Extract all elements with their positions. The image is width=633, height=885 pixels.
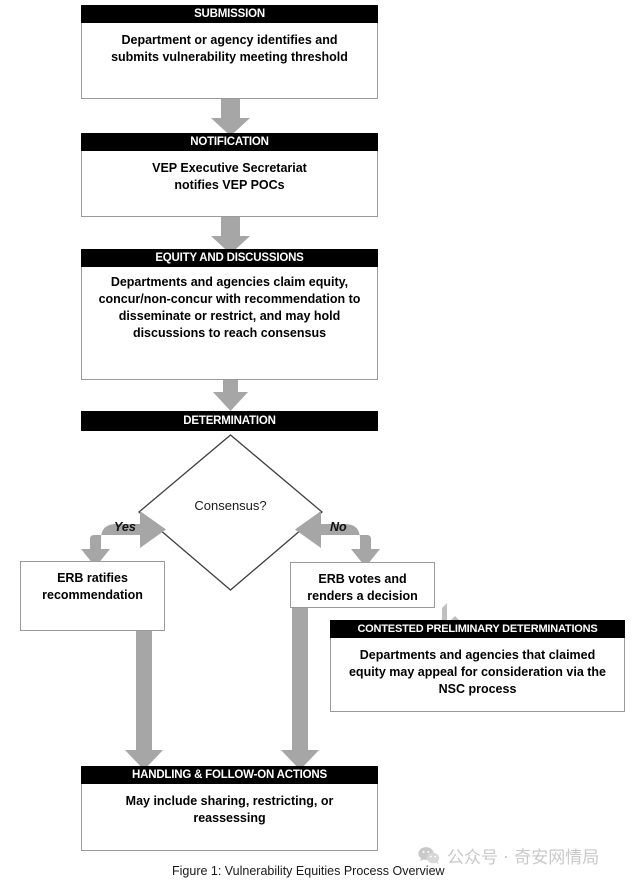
- node-erb-votes-text: ERB votes and renders a decision: [307, 572, 418, 603]
- watermark-text: 公众号 · 奇安网情局: [447, 848, 600, 868]
- node-erb-ratifies-text: ERB ratifies recommendation: [42, 571, 143, 602]
- arrow-submission-to-notification: [211, 99, 250, 136]
- node-notification-header: NOTIFICATION: [81, 133, 378, 151]
- node-erb-votes: ERB votes and renders a decision: [290, 562, 435, 608]
- node-submission-body: Department or agency identifies and subm…: [81, 23, 378, 99]
- node-handling-body: May include sharing, restricting, or rea…: [81, 784, 378, 851]
- arrow-yes-branch: [81, 511, 166, 567]
- arrow-erb-votes-to-handling: [281, 608, 319, 770]
- node-equity-body: Departments and agencies claim equity, c…: [81, 267, 378, 380]
- node-equity-and-discussions: EQUITY AND DISCUSSIONS Departments and a…: [81, 249, 378, 380]
- branch-label-yes: Yes: [114, 520, 136, 534]
- node-determination-header: DETERMINATION: [81, 411, 378, 431]
- node-equity-header: EQUITY AND DISCUSSIONS: [81, 249, 378, 267]
- wechat-icon: [418, 846, 440, 865]
- node-notification-body: VEP Executive Secretariat notifies VEP P…: [81, 151, 378, 217]
- node-handling-follow-on-actions: HANDLING & FOLLOW-ON ACTIONS May include…: [81, 766, 378, 851]
- arrow-equity-to-determination: [213, 380, 248, 411]
- branch-label-no: No: [330, 520, 347, 534]
- node-contested-preliminary-determinations: CONTESTED PRELIMINARY DETERMINATIONS Dep…: [330, 620, 625, 712]
- node-handling-header: HANDLING & FOLLOW-ON ACTIONS: [81, 766, 378, 784]
- decision-diamond: [137, 434, 324, 591]
- decision-label: Consensus?: [194, 498, 267, 513]
- arrow-no-branch: [295, 511, 380, 567]
- node-erb-ratifies: ERB ratifies recommendation: [20, 561, 165, 631]
- node-submission: SUBMISSION Department or agency identifi…: [81, 5, 378, 99]
- decision-diamond-wrap: Consensus?: [139, 435, 322, 590]
- watermark: 公众号 · 奇安网情局: [418, 843, 599, 868]
- node-notification: NOTIFICATION VEP Executive Secretariat n…: [81, 133, 378, 217]
- arrow-notification-to-equity: [211, 217, 250, 254]
- node-contested-body: Departments and agencies that claimed eq…: [330, 638, 625, 712]
- node-submission-header: SUBMISSION: [81, 5, 378, 23]
- node-determination: DETERMINATION: [81, 411, 378, 431]
- figure-caption: Figure 1: Vulnerability Equities Process…: [172, 864, 445, 878]
- arrow-erb-ratifies-to-handling: [125, 608, 163, 770]
- node-contested-header: CONTESTED PRELIMINARY DETERMINATIONS: [330, 620, 625, 638]
